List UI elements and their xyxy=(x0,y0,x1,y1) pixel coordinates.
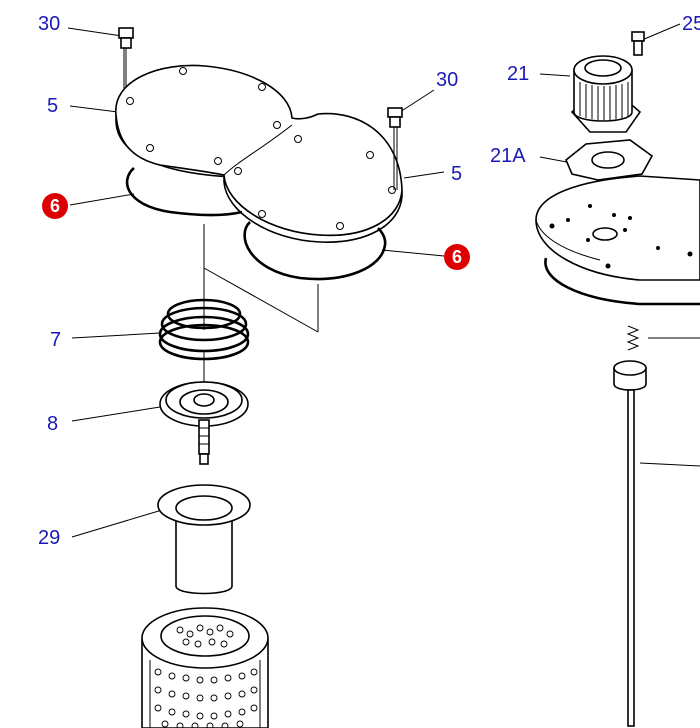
callout-25: 25 xyxy=(682,13,700,35)
assembly-lines xyxy=(203,224,319,386)
callout-6-right: 6 xyxy=(452,247,462,267)
ring-7 xyxy=(158,298,250,361)
callout-21: 21 xyxy=(507,63,529,85)
callout-29: 29 xyxy=(38,527,60,549)
gasket-6-left xyxy=(125,167,243,217)
filter-element-29 xyxy=(157,484,251,595)
badge-circle xyxy=(444,244,470,270)
tank-cover-right xyxy=(535,175,700,306)
callout-labels: 30 5 30 5 7 8 29 21 21A 25 xyxy=(38,13,700,549)
spring-rod-right xyxy=(613,325,647,727)
callout-7: 7 xyxy=(50,329,61,351)
leader-lines xyxy=(67,23,700,538)
badge-circle xyxy=(42,193,68,219)
callout-badge-6-left: 6 xyxy=(42,193,68,219)
flange-21a xyxy=(565,139,654,232)
callout-5-right: 5 xyxy=(451,163,462,185)
callout-30-left: 30 xyxy=(38,13,60,35)
bolt-25 xyxy=(631,31,645,56)
gasket-6-right xyxy=(243,221,387,281)
callout-21a: 21A xyxy=(490,145,526,167)
strainer-body xyxy=(141,607,269,728)
callout-30-right: 30 xyxy=(436,69,458,91)
cover-plate-5 xyxy=(115,64,403,243)
callout-6-left: 6 xyxy=(50,196,60,216)
bolt-30-right xyxy=(387,107,403,190)
callout-5-left: 5 xyxy=(47,95,58,117)
valve-8 xyxy=(159,381,249,465)
cap-21 xyxy=(570,55,642,133)
callout-8: 8 xyxy=(47,413,58,435)
callout-badge-6-right: 6 xyxy=(444,244,470,270)
